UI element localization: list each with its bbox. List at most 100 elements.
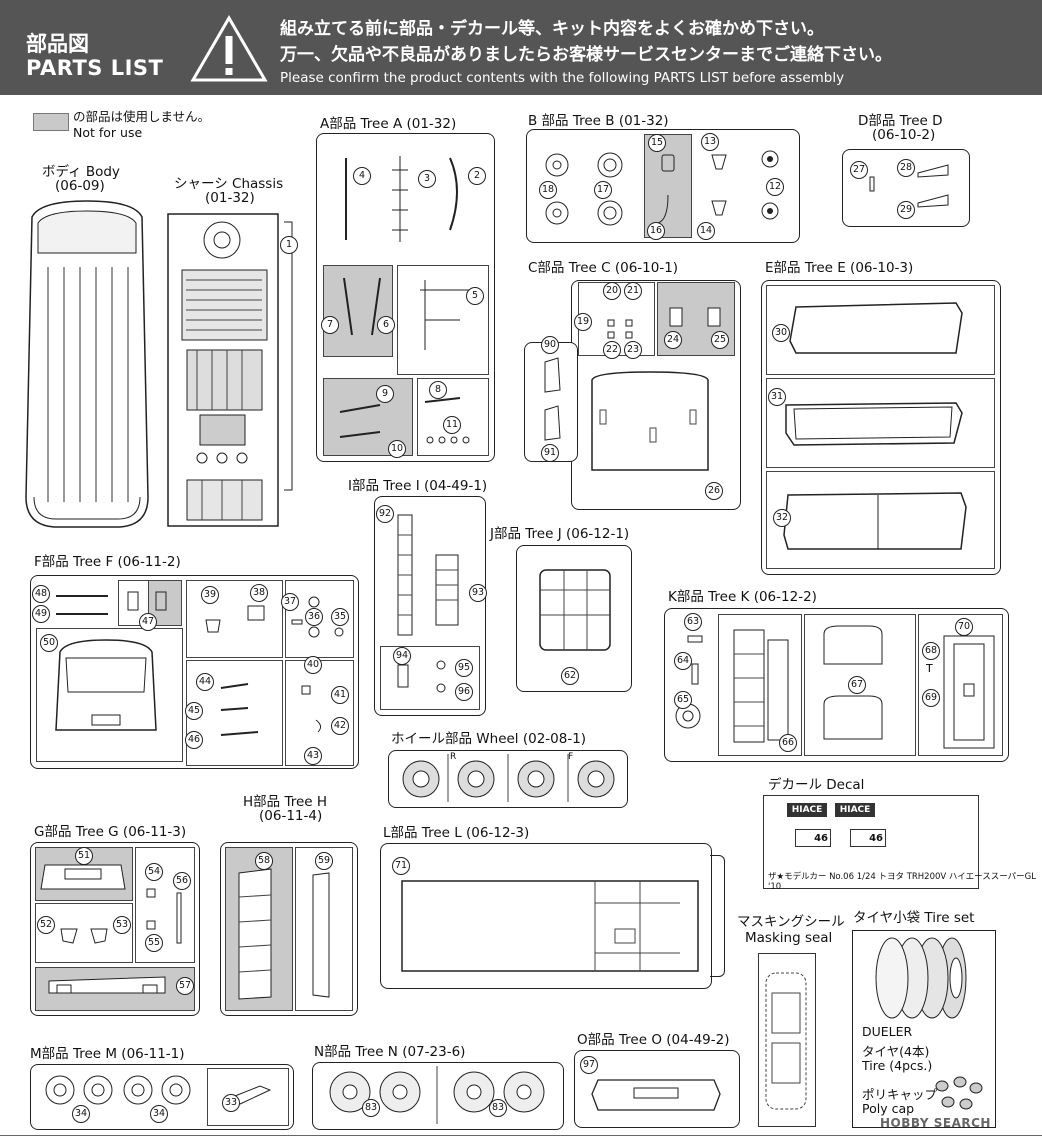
tree-g-parts: [40, 864, 182, 994]
part-number-12: 12: [766, 178, 784, 196]
part-number-5: 5: [466, 287, 484, 305]
tree-e-sub-31: [766, 378, 995, 468]
part-number-64: 64: [674, 652, 692, 670]
part-number-24: 24: [664, 331, 682, 349]
tree-j-parts: [539, 569, 611, 651]
chassis-part: [167, 213, 293, 527]
part-number-47: 47: [139, 613, 157, 631]
part-number-96: 96: [455, 683, 473, 701]
tree-g-sub-52-53: [35, 903, 133, 963]
tree-i-label: I部品 Tree I (04-49-1): [348, 478, 488, 494]
part-number-97: 97: [580, 1056, 598, 1074]
part-number-57: 57: [176, 977, 194, 995]
part-number-17: 17: [594, 181, 612, 199]
tree-l-label: L部品 Tree L (06-12-3): [383, 825, 530, 841]
part-number-19: 19: [574, 313, 592, 331]
tree-h-code: (06-11-4): [259, 808, 323, 824]
warning-text-en: Please confirm the product contents with…: [280, 70, 845, 86]
tree-f-sub-40-43: [285, 660, 354, 766]
part-number-58: 58: [255, 852, 273, 870]
part-number-62: 62: [561, 667, 579, 685]
tree-b-parts: [545, 150, 779, 226]
tree-n-parts: [329, 1066, 545, 1124]
part-number-53: 53: [113, 916, 131, 934]
tree-m-parts: [45, 1075, 272, 1105]
chassis-code: (01-32): [205, 190, 255, 206]
tree-b-label: B 部品 Tree B (01-32): [528, 113, 669, 129]
body-label: ボディ Body: [42, 164, 120, 180]
tree-c-parts: [544, 307, 721, 471]
part-number-48: 48: [32, 585, 50, 603]
part-number-16: 16: [647, 222, 665, 240]
part-number-18: 18: [539, 181, 557, 199]
part-number-50: 50: [40, 634, 58, 652]
warning-icon: [190, 15, 268, 82]
tree-d-label: D部品 Tree D: [858, 113, 943, 129]
part-number-54: 54: [145, 863, 163, 881]
part-number-94: 94: [393, 647, 411, 665]
masking-seal-parts: [765, 972, 807, 1110]
part-number-66: 66: [779, 734, 797, 752]
part-number-13: 13: [701, 133, 719, 151]
tree-m-label: M部品 Tree M (06-11-1): [30, 1046, 185, 1062]
part-number-21: 21: [624, 282, 642, 300]
polycap-jp: ポリキャップ: [862, 1087, 938, 1102]
decal-label: デカール Decal: [768, 777, 865, 793]
wheel-front-mark: F: [568, 752, 574, 762]
polycap-en: Poly cap: [862, 1101, 915, 1116]
part-number-9: 9: [376, 385, 394, 403]
watermark: HOBBY SEARCH: [880, 1116, 991, 1130]
tree-e-parts: [783, 302, 967, 550]
part-number-49: 49: [32, 605, 50, 623]
part-number-4: 4: [353, 167, 371, 185]
svg-text:T: T: [925, 662, 933, 675]
tree-e-sub-30: [766, 285, 995, 375]
part-number-28: 28: [897, 159, 915, 177]
part-number-95: 95: [455, 659, 473, 677]
page-title-en: PARTS LIST: [26, 56, 164, 80]
tree-b-unused-15-16: [644, 134, 692, 238]
tire-set-label: タイヤ小袋 Tire set: [853, 910, 975, 926]
chassis-label: シャーシ Chassis: [174, 176, 284, 192]
part-number-7: 7: [321, 316, 339, 334]
part-number-46: 46: [185, 731, 203, 749]
wheel-label: ホイール部品 Wheel (02-08-1): [391, 731, 587, 747]
part-number-20: 20: [603, 282, 621, 300]
masking-label-jp: マスキングシール: [737, 914, 845, 930]
part-number-14: 14: [697, 222, 715, 240]
part-number-42: 42: [331, 717, 349, 735]
part-number-56: 56: [173, 872, 191, 890]
part-number-23: 23: [624, 341, 642, 359]
part-number-10: 10: [388, 440, 406, 458]
part-number-83-a: 83: [362, 1099, 380, 1117]
part-number-33: 33: [222, 1094, 240, 1112]
decal-plate-1: 46: [795, 829, 831, 847]
part-number-1: 1: [280, 236, 298, 254]
tree-o-parts: [591, 1079, 721, 1111]
tree-h-parts: [238, 868, 330, 1000]
part-number-65: 65: [674, 691, 692, 709]
part-number-40: 40: [304, 656, 322, 674]
masking-label-en: Masking seal: [745, 930, 833, 946]
tree-a-unused-7-6: [323, 265, 393, 357]
decal-plate-2: 46: [850, 829, 886, 847]
tire-en: Tire (4pcs.): [862, 1058, 933, 1073]
tree-j-label: J部品 Tree J (06-12-1): [490, 526, 630, 542]
part-number-38: 38: [250, 584, 268, 602]
part-number-91: 91: [541, 444, 559, 462]
part-number-34-a: 34: [72, 1105, 90, 1123]
part-number-45: 45: [185, 702, 203, 720]
part-number-71: 71: [392, 857, 410, 875]
part-number-34-b: 34: [150, 1105, 168, 1123]
page-title-jp: 部品図: [26, 32, 89, 56]
part-number-92: 92: [376, 505, 394, 523]
part-number-39: 39: [201, 586, 219, 604]
tree-l-side-tab: [710, 855, 725, 977]
part-number-27: 27: [850, 161, 868, 179]
tree-g-label: G部品 Tree G (06-11-3): [34, 824, 187, 840]
tree-h-label: H部品 Tree H: [243, 794, 328, 810]
decal-hiace-2: HIACE: [835, 803, 875, 817]
tree-n-label: N部品 Tree N (07-23-6): [314, 1044, 466, 1060]
part-number-11: 11: [443, 416, 461, 434]
body-code: (06-09): [55, 178, 105, 194]
